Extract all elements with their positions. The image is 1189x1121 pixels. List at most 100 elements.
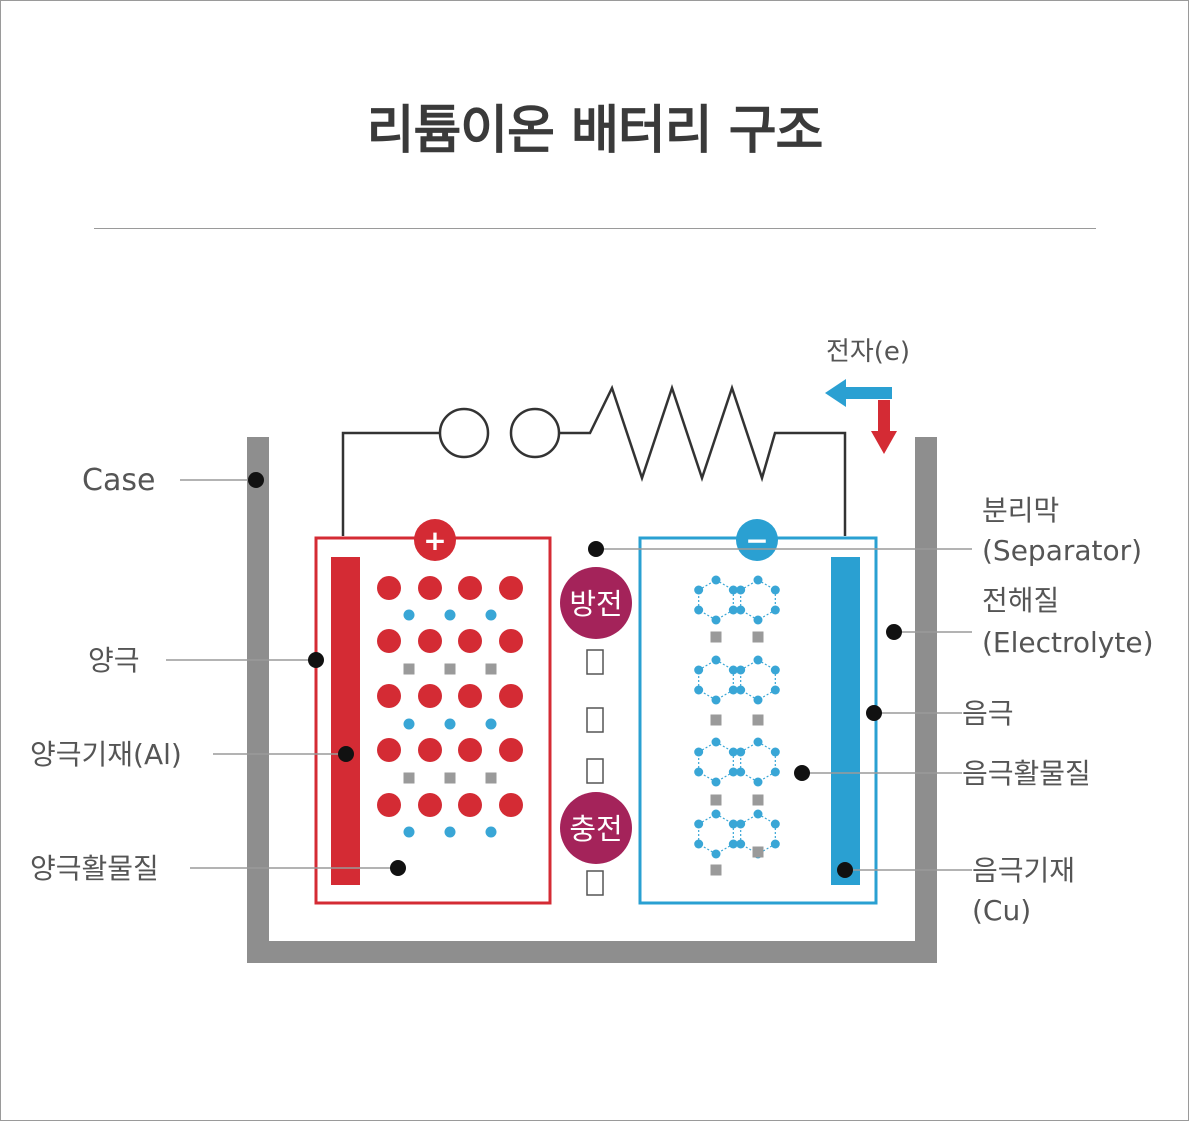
cathode-particle <box>377 793 401 817</box>
cathode-particle <box>418 793 442 817</box>
anode-substrate <box>831 557 860 885</box>
cathode-particle <box>499 793 523 817</box>
graphite-atom <box>694 839 704 849</box>
graphite-atom <box>753 575 763 585</box>
lithium-ion <box>485 609 497 621</box>
charge-label: 충전 <box>569 812 622 846</box>
graphite-atom <box>728 819 738 829</box>
separator <box>586 649 604 896</box>
battery-case <box>247 437 937 963</box>
lithium-ion <box>485 718 497 730</box>
graphite-atom <box>736 767 746 777</box>
gray-dot <box>403 663 415 675</box>
graphite-atom <box>770 839 780 849</box>
gray-dot <box>752 794 764 806</box>
title-divider <box>94 228 1096 229</box>
graphite-atom <box>711 777 721 787</box>
graphite-atom <box>694 819 704 829</box>
lithium-ion <box>403 826 415 838</box>
cathode-particle <box>458 793 482 817</box>
graphite-atom <box>694 685 704 695</box>
gray-dot <box>485 663 497 675</box>
graphite-atom <box>728 767 738 777</box>
anode-label: 음극 <box>962 697 1014 730</box>
graphite-atom <box>753 615 763 625</box>
cathode-particle <box>499 576 523 600</box>
gray-dot <box>752 631 764 643</box>
discharge-label: 방전 <box>569 587 622 621</box>
leader-dots <box>248 472 902 878</box>
graphite-atom <box>770 605 780 615</box>
graphite-atom <box>736 605 746 615</box>
graphite-atom <box>728 665 738 675</box>
graphite-atom <box>728 685 738 695</box>
graphite-atom <box>736 685 746 695</box>
anode-substrate-label-en: (Cu) <box>972 894 1031 927</box>
plus-terminal <box>414 519 456 561</box>
cathode-particle <box>377 684 401 708</box>
cathode-active-label: 양극활물질 <box>30 852 159 885</box>
graphite-atom <box>694 665 704 675</box>
graphite-atom <box>736 747 746 757</box>
cathode-particle <box>499 738 523 762</box>
graphite-atom <box>770 585 780 595</box>
case-label: Case <box>82 463 155 498</box>
separator-label-en: (Separator) <box>982 534 1142 567</box>
cathode-particle <box>458 576 482 600</box>
graphite-atom <box>770 665 780 675</box>
graphite-atom <box>736 819 746 829</box>
cathode-particle <box>499 684 523 708</box>
lithium-ion <box>444 718 456 730</box>
graphite-atom <box>753 655 763 665</box>
cathode-particle <box>499 629 523 653</box>
graphite-atom <box>711 809 721 819</box>
graphite-atom <box>770 767 780 777</box>
leader-lines <box>166 479 972 871</box>
gray-dot <box>444 663 456 675</box>
lithium-ion <box>444 826 456 838</box>
graphite-atom <box>728 839 738 849</box>
graphite-atom <box>753 737 763 747</box>
graphite-atom <box>694 585 704 595</box>
anode-active-material <box>694 575 780 876</box>
cathode-particle <box>418 684 442 708</box>
charge-badge <box>560 792 632 864</box>
electrolyte-label-ko: 전해질 <box>982 584 1059 617</box>
cathode-particle <box>418 738 442 762</box>
cathode-particle <box>458 629 482 653</box>
cathode-particle <box>418 629 442 653</box>
lithium-ion <box>403 609 415 621</box>
graphite-atom <box>711 615 721 625</box>
graphite-atom <box>728 605 738 615</box>
anode-active-label: 음극활물질 <box>962 757 1091 790</box>
graphite-atom <box>770 685 780 695</box>
lithium-ion <box>444 609 456 621</box>
graphite-atom <box>736 665 746 675</box>
graphite-atom <box>694 747 704 757</box>
gray-dot <box>485 772 497 784</box>
minus-terminal <box>736 519 778 561</box>
graphite-atom <box>770 747 780 757</box>
electron-flow-arrow <box>825 379 897 454</box>
cathode-particle <box>377 738 401 762</box>
separator-label-ko: 분리막 <box>982 494 1059 527</box>
graphite-atom <box>728 747 738 757</box>
cathode-particle <box>377 576 401 600</box>
lithium-ion <box>485 826 497 838</box>
electrolyte-label-en: (Electrolyte) <box>982 626 1154 659</box>
graphite-atom <box>736 839 746 849</box>
graphite-atom <box>753 809 763 819</box>
cathode-label: 양극 <box>88 644 140 677</box>
graphite-atom <box>753 695 763 705</box>
gray-dot <box>710 864 722 876</box>
cathode-substrate <box>331 557 360 885</box>
graphite-atom <box>728 585 738 595</box>
anode-substrate-label-ko: 음극기재 <box>972 854 1075 887</box>
graphite-atom <box>770 819 780 829</box>
gray-dot <box>403 772 415 784</box>
graphite-atom <box>711 575 721 585</box>
gray-dot <box>752 846 764 858</box>
minus-sign: − <box>745 524 768 557</box>
cathode-particle <box>458 738 482 762</box>
